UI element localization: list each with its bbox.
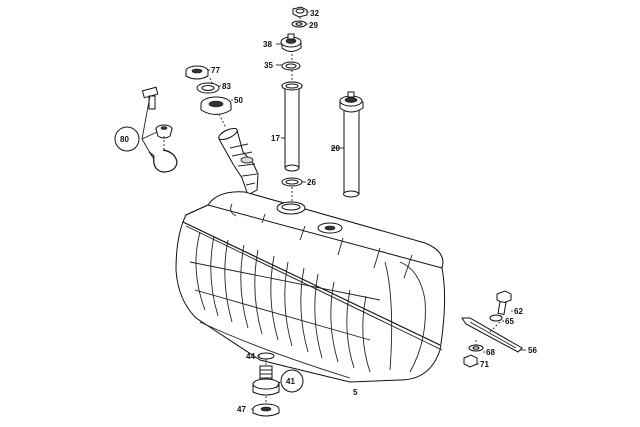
callout-32: 32 bbox=[310, 9, 319, 18]
callout-20: 20 bbox=[331, 144, 340, 153]
nut-32 bbox=[292, 6, 308, 18]
fuel-tank-5 bbox=[175, 191, 446, 383]
washer-47 bbox=[252, 403, 280, 417]
callout-41-circle: 41 bbox=[280, 369, 304, 393]
callout-80: 80 bbox=[120, 135, 129, 144]
washer-29 bbox=[291, 20, 307, 28]
filler-neck bbox=[218, 127, 259, 196]
nut-71 bbox=[463, 354, 478, 368]
tube-17 bbox=[281, 81, 303, 172]
callout-80-circle: 80 bbox=[114, 126, 140, 152]
drain-plug-41 bbox=[252, 365, 280, 396]
washer-83 bbox=[196, 82, 220, 94]
callout-38: 38 bbox=[263, 40, 272, 49]
seal-50 bbox=[200, 96, 232, 115]
callout-71: 71 bbox=[480, 360, 489, 369]
washer-65 bbox=[489, 314, 503, 322]
callout-26: 26 bbox=[307, 178, 316, 187]
callout-5: 5 bbox=[353, 388, 358, 397]
o-ring-44 bbox=[257, 352, 275, 360]
callout-29: 29 bbox=[309, 21, 318, 30]
callout-68: 68 bbox=[486, 348, 495, 357]
callout-17: 17 bbox=[271, 134, 280, 143]
callout-65: 65 bbox=[505, 317, 514, 326]
callout-35: 35 bbox=[264, 61, 273, 70]
callout-47: 47 bbox=[237, 405, 246, 414]
callout-44: 44 bbox=[246, 352, 255, 361]
callout-56: 56 bbox=[528, 346, 537, 355]
callout-50: 50 bbox=[234, 96, 243, 105]
callout-77: 77 bbox=[211, 66, 220, 75]
callout-41: 41 bbox=[286, 377, 295, 386]
bolt-62 bbox=[496, 290, 512, 316]
clip-parts-80 bbox=[141, 86, 178, 173]
washer-68 bbox=[468, 344, 484, 352]
callout-62: 62 bbox=[514, 307, 523, 316]
gasket-35 bbox=[281, 61, 301, 71]
cap-38 bbox=[280, 33, 302, 52]
tube-20 bbox=[339, 91, 364, 198]
callout-83: 83 bbox=[222, 82, 231, 91]
grommet-77 bbox=[185, 65, 209, 80]
ring-26 bbox=[281, 177, 303, 187]
